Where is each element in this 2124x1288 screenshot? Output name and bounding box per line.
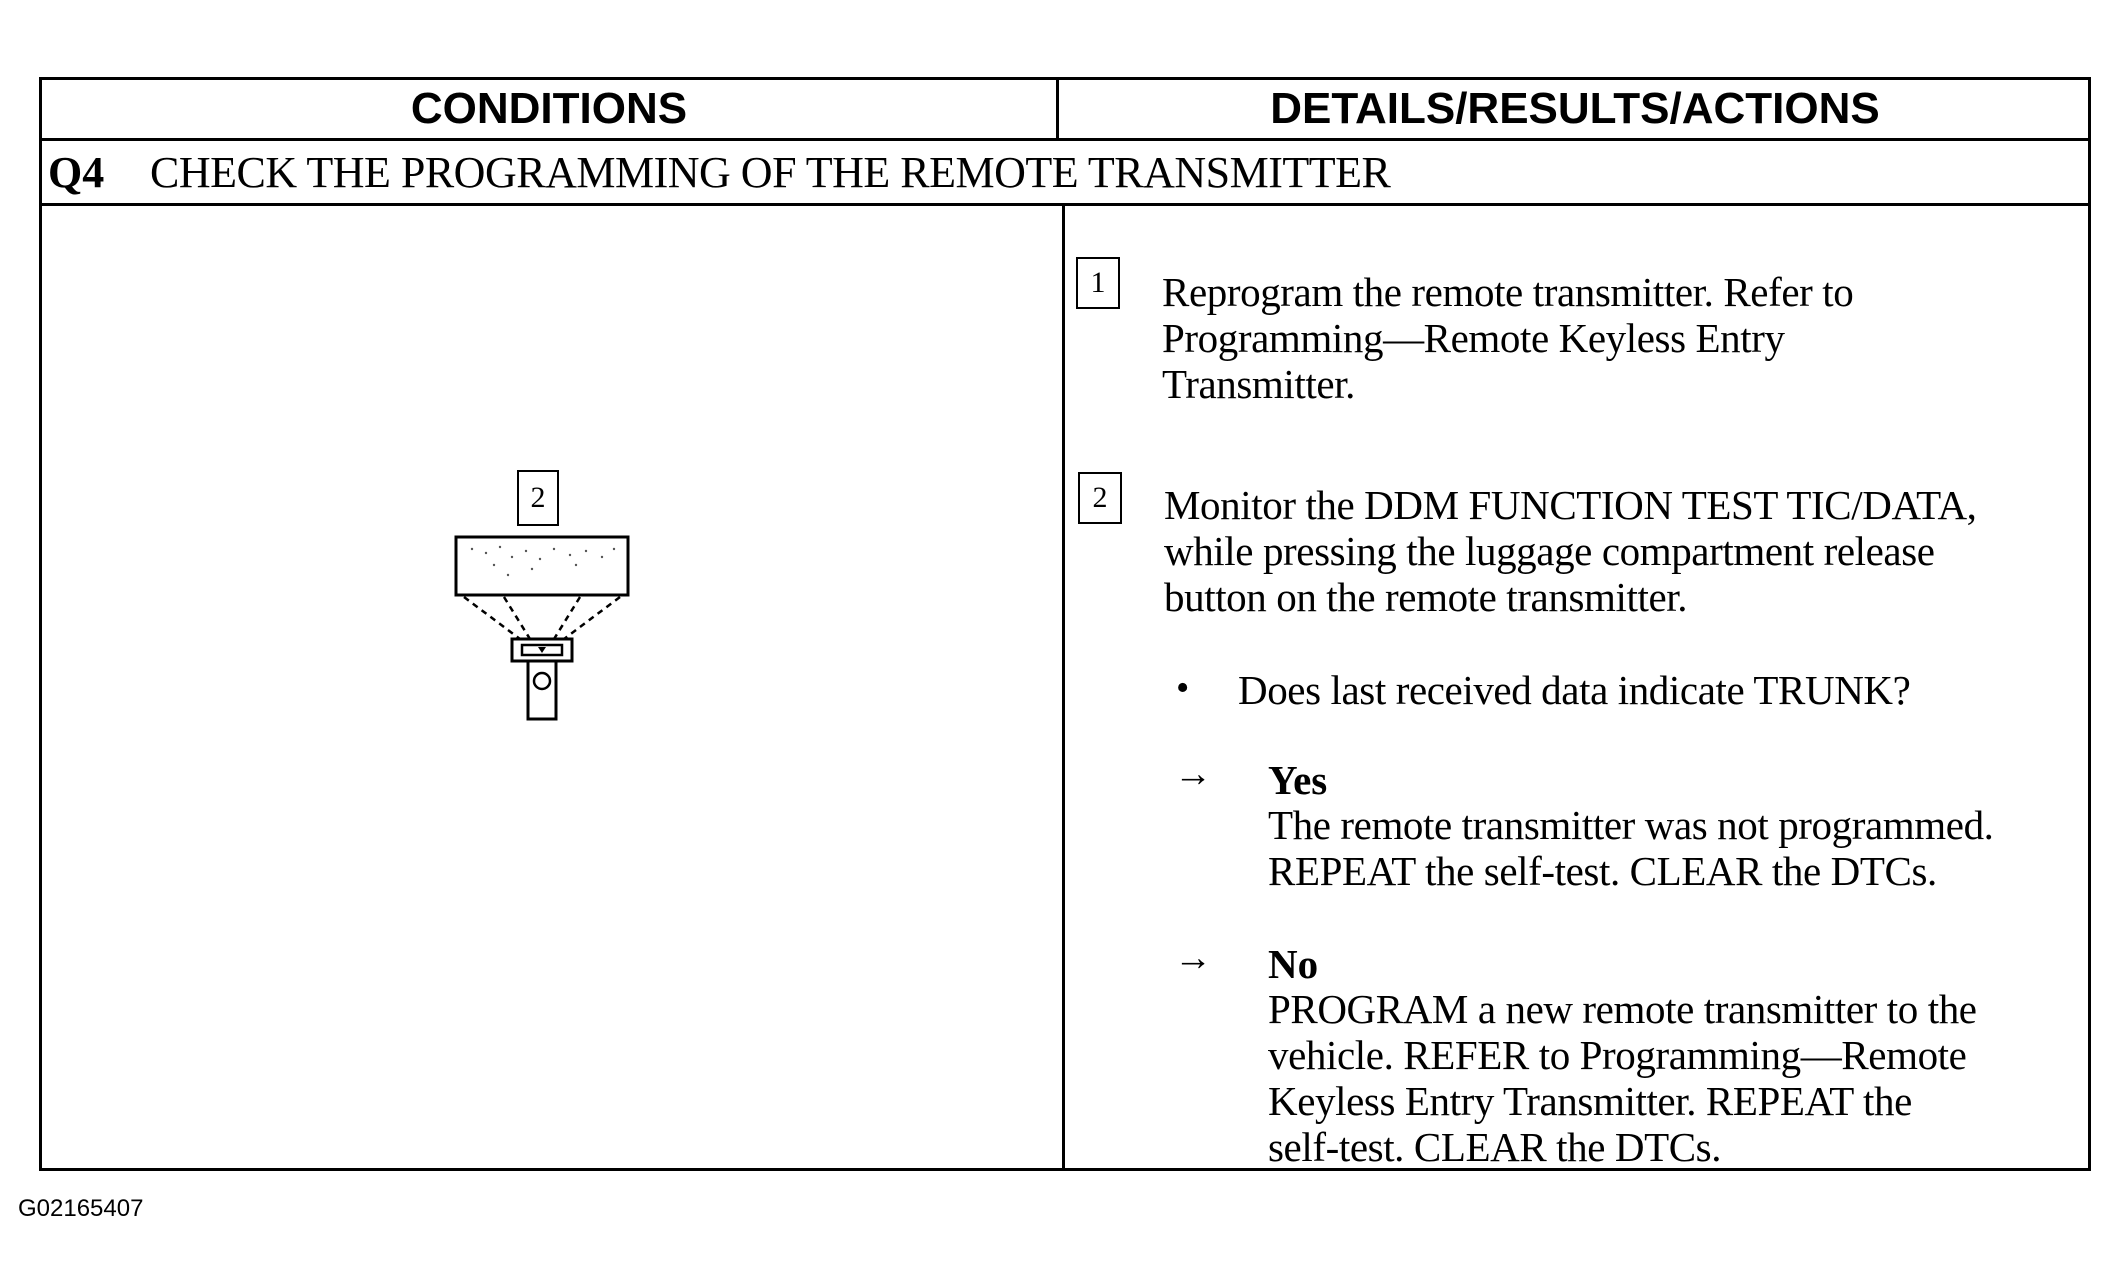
bullet: • xyxy=(1176,667,1190,709)
section-row: Q4 CHECK THE PROGRAMMING OF THE REMOTE T… xyxy=(42,141,2088,203)
answer-yes-label: Yes xyxy=(1268,757,1328,803)
diagnostic-table: CONDITIONS DETAILS/RESULTS/ACTIONS Q4 CH… xyxy=(39,77,2091,1171)
header-divider xyxy=(1056,80,1059,138)
no-arrow-icon: → xyxy=(1174,937,1212,979)
step-1-line: Reprogram the remote transmitter. Refer … xyxy=(1162,269,1854,315)
answer-yes-line: REPEAT the self-test. CLEAR the DTCs. xyxy=(1268,848,1937,894)
answer-yes-text: The remote transmitter was not programme… xyxy=(1268,802,1994,894)
step-2-number: 2 xyxy=(1078,472,1122,524)
answer-no-label: No xyxy=(1268,941,1319,987)
answer-no-text: PROGRAM a new remote transmitter to the … xyxy=(1268,986,1977,1170)
section-rule xyxy=(42,203,2088,206)
step-2-line: button on the remote transmitter. xyxy=(1164,574,1688,620)
step-2-line: Monitor the DDM FUNCTION TEST TIC/DATA, xyxy=(1164,482,1977,528)
answer-no-line: vehicle. REFER to Programming—Remote xyxy=(1268,1032,1967,1078)
step-2-line: while pressing the luggage compartment r… xyxy=(1164,528,1935,574)
answer-no-line: self-test. CLEAR the DTCs. xyxy=(1268,1124,1722,1170)
step-1-number: 1 xyxy=(1076,257,1120,309)
figure-id: G02165407 xyxy=(18,1195,144,1222)
step-2-text: Monitor the DDM FUNCTION TEST TIC/DATA, … xyxy=(1164,482,1977,620)
header-rule xyxy=(42,138,2088,141)
answer-no-line: PROGRAM a new remote transmitter to the xyxy=(1268,986,1977,1032)
remote-transmitter-to-scan-tool-icon xyxy=(454,535,630,721)
section-title: CHECK THE PROGRAMMING OF THE REMOTE TRAN… xyxy=(150,147,1391,197)
step-1-line: Programming—Remote Keyless Entry xyxy=(1162,315,1785,361)
step-2-question: Does last received data indicate TRUNK? xyxy=(1238,667,1911,713)
details-header: DETAILS/RESULTS/ACTIONS xyxy=(1270,84,1880,133)
section-id: Q4 xyxy=(48,147,105,197)
step-1-text: Reprogram the remote transmitter. Refer … xyxy=(1162,269,1854,407)
illustration-callout: 2 xyxy=(517,470,559,526)
yes-arrow-icon: → xyxy=(1174,753,1212,795)
answer-yes-line: The remote transmitter was not programme… xyxy=(1268,802,1994,848)
step-1-line: Transmitter. xyxy=(1162,361,1356,407)
answer-no-line: Keyless Entry Transmitter. REPEAT the xyxy=(1268,1078,1912,1124)
body-divider xyxy=(1062,206,1065,1168)
conditions-header: CONDITIONS xyxy=(410,84,688,133)
